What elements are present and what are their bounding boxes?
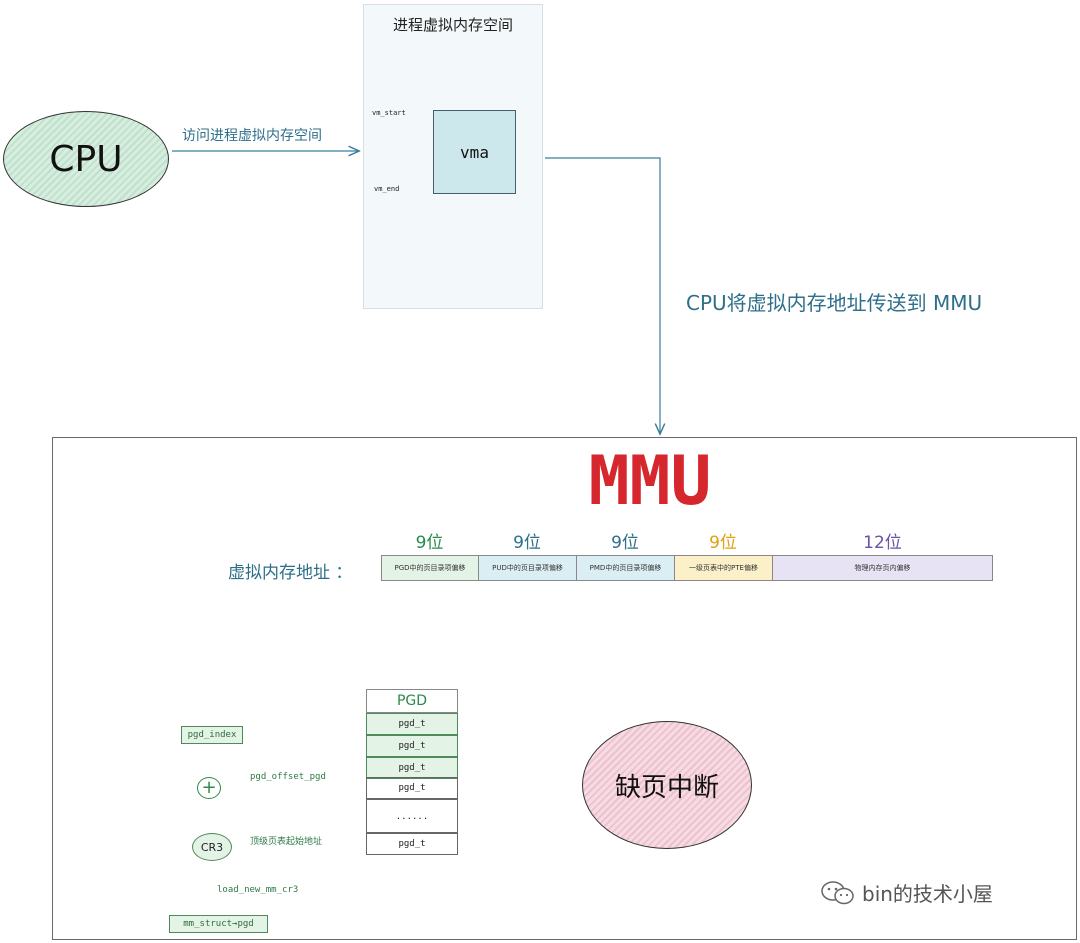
pgd-index-box: pgd_index [181, 726, 243, 744]
segment-bits-pud: 9位 [513, 533, 541, 553]
virtual-space-title: 进程虚拟内存空间 [392, 16, 513, 34]
pgd-table-header: PGD [366, 689, 458, 713]
segment-bits-pgd: 9位 [415, 533, 444, 553]
cr3-base-label: 顶级页表起始地址 [250, 837, 323, 847]
plus-icon: + [197, 777, 221, 799]
pgd-offset-label: pgd_offset_pgd [250, 772, 326, 782]
vma-label: vma [460, 142, 489, 162]
segment-pgd: PGD中的页目录项偏移 [381, 555, 479, 581]
segment-pud: PUD中的页目录项偏移 [478, 555, 577, 581]
load-cr3-label: load_new_mm_cr3 [217, 885, 299, 895]
segment-pmd: PMD中的页目录项偏移 [576, 555, 675, 581]
page-fault-label: 缺页中断 [614, 772, 719, 803]
cr3-register: CR3 [192, 833, 232, 861]
segment-pte: 一级页表中的PTE偏移 [674, 555, 773, 581]
pgd-entry-ellipsis: ...... [366, 799, 458, 833]
cpu-node: CPU [3, 111, 169, 207]
pgd-entry: pgd_t [366, 713, 458, 735]
mm-struct-box: mm_struct→pgd [169, 915, 268, 933]
pgd-entry: pgd_t [366, 757, 458, 779]
virtual-address-label: 虚拟内存地址 ： [228, 563, 353, 583]
segment-offset: 物理内存页内偏移 [772, 555, 993, 581]
vm-start-label: vm_start [372, 109, 406, 117]
pgd-entry-base: pgd_t [366, 833, 458, 855]
wechat-icon [821, 880, 854, 904]
watermark-text: bin的技术小屋 [862, 882, 993, 906]
pgd-entry-target: pgd_t [366, 777, 458, 799]
vma-box: vma [433, 110, 516, 194]
pgd-entry: pgd_t [366, 735, 458, 757]
cpu-label: CPU [49, 138, 123, 180]
segment-bits-offset: 12位 [863, 533, 902, 553]
access-label: 访问进程虚拟内存空间 [182, 128, 322, 144]
vm-end-label: vm_end [374, 185, 400, 193]
mmu-title: MMU [588, 442, 712, 521]
segment-bits-pmd: 9位 [611, 533, 639, 553]
page-fault-node: 缺页中断 [582, 721, 752, 849]
send-label: CPU将虚拟内存地址传送到 MMU [686, 291, 983, 315]
watermark: bin的技术小屋 [820, 878, 993, 907]
send-arrow [545, 157, 660, 433]
segment-bits-pte: 9位 [709, 533, 737, 553]
